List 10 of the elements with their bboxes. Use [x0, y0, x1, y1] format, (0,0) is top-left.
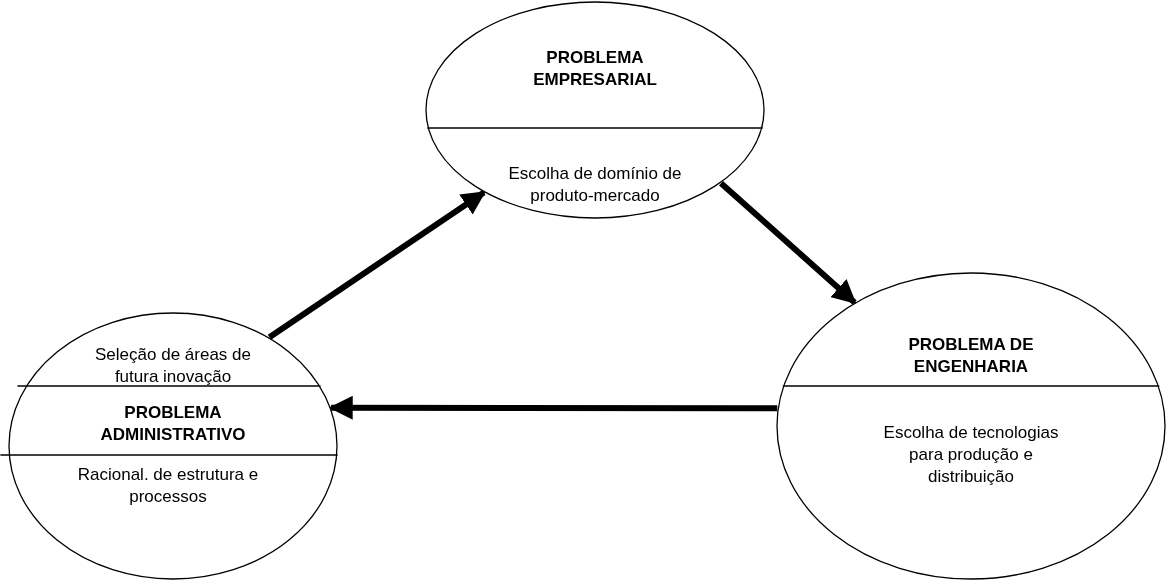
arrow — [267, 190, 486, 340]
heading: PROBLEMA EMPRESARIAL — [532, 47, 658, 91]
heading: PROBLEMA DE ENGENHARIA — [907, 334, 1035, 378]
description: Seleção de áreas de futura inovação — [94, 344, 252, 388]
description: Racional. de estrutura e processos — [76, 464, 260, 508]
arrow — [328, 395, 778, 420]
heading: PROBLEMA ADMINISTRATIVO — [99, 402, 247, 446]
arrow — [719, 180, 857, 305]
description: Escolha de tecnologias para produção e distribuição — [882, 422, 1060, 488]
description: Escolha de domínio de produto-mercado — [507, 163, 683, 207]
